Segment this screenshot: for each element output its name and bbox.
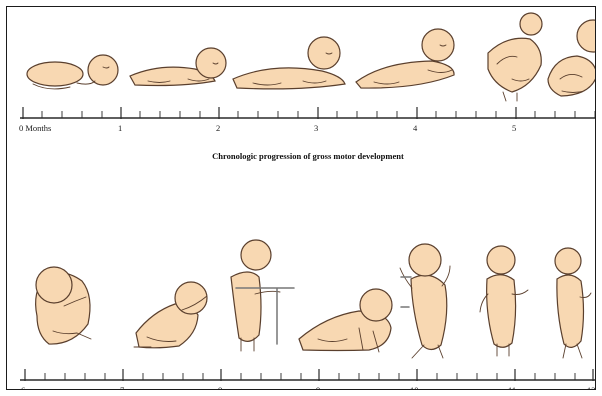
bottom-label-7: 7 xyxy=(120,385,124,390)
figure-crawling xyxy=(299,289,392,352)
bottom-label-9: 9 xyxy=(316,385,320,390)
top-label-0-months: 0 Months xyxy=(19,123,51,133)
figure-frame: 0 Months 1 2 3 4 5 Chronologic progressi… xyxy=(6,6,596,390)
top-timeline: 0 Months 1 2 3 4 5 xyxy=(19,107,596,133)
bottom-label-8: 8 xyxy=(218,385,222,390)
figure-standing-alone xyxy=(480,246,528,356)
top-label-1: 1 xyxy=(118,123,122,133)
figure-sitting-reach xyxy=(134,282,207,348)
figure-prone-chest-up xyxy=(356,29,454,88)
figure-prone-chin-lift xyxy=(130,48,226,86)
figure-cruising-walking-with-help xyxy=(400,244,450,358)
figure-sitting-tripod xyxy=(36,267,91,344)
figure-prone-head-up xyxy=(233,37,345,89)
figure-prone-flexed-newborn xyxy=(27,55,118,89)
figure-supported-standing xyxy=(488,13,542,101)
figure-sitting-with-support xyxy=(548,20,596,96)
top-label-2: 2 xyxy=(216,123,220,133)
top-label-3: 3 xyxy=(314,123,318,133)
top-label-5: 5 xyxy=(512,123,516,133)
bottom-label-10: 10 xyxy=(410,385,419,390)
bottom-label-12: 12 xyxy=(587,385,596,390)
bottom-label-6: 6 xyxy=(21,385,25,390)
diagram-caption: Chronologic progression of gross motor d… xyxy=(212,151,404,161)
motor-development-diagram: 0 Months 1 2 3 4 5 Chronologic progressi… xyxy=(7,7,596,390)
bottom-label-11: 11 xyxy=(508,385,516,390)
bottom-timeline: 6 7 8 9 10 11 12 xyxy=(20,369,596,390)
top-label-4: 4 xyxy=(413,123,418,133)
figure-walking-alone xyxy=(555,248,591,358)
figure-standing-holding-on xyxy=(231,240,294,351)
